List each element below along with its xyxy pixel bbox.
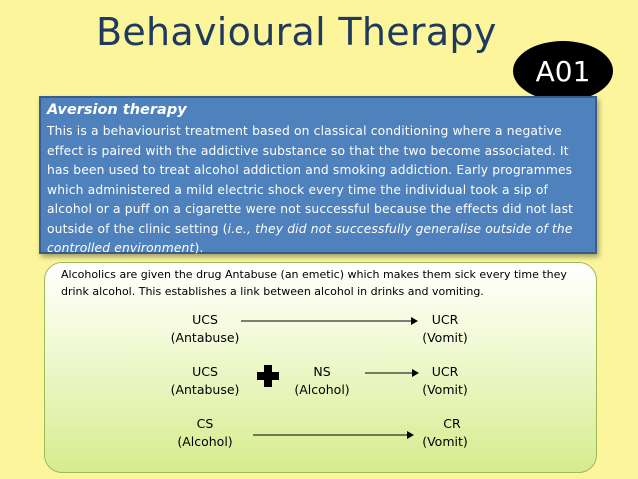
ao1-badge-label: A01 <box>535 54 591 88</box>
row3-cs-label: CS <box>196 416 214 431</box>
aversion-therapy-heading: Aversion therapy <box>47 102 187 118</box>
antabuse-box: Alcoholics are given the drug Antabuse (… <box>44 262 597 473</box>
row3-cr-label: CR <box>443 416 461 431</box>
row3-right-arrow-icon <box>253 431 414 439</box>
row2-ns-label: NS <box>313 364 331 379</box>
aversion-therapy-text: This is a behaviourist treatment based o… <box>47 122 589 259</box>
row2-ucr-label: UCR <box>431 364 459 379</box>
row1-vomit-label: (Vomit) <box>422 330 468 345</box>
row1-ucs-label: UCS <box>192 312 218 327</box>
row1-antabuse-label: (Antabuse) <box>170 330 240 345</box>
ao1-badge: A01 <box>513 41 613 101</box>
antabuse-intro: Alcoholics are given the drug Antabuse (… <box>61 268 567 298</box>
row2-antabuse-label: (Antabuse) <box>170 382 240 397</box>
aversion-text-italic: i.e., they did not successfully generali… <box>47 221 573 256</box>
row2-alcohol-label: (Alcohol) <box>294 382 350 397</box>
row1-right-arrow-icon <box>241 317 418 325</box>
row1-ucr-label: UCR <box>431 312 459 327</box>
row3-vomit-label: (Vomit) <box>422 434 468 449</box>
row2-right-arrow-icon <box>365 369 419 377</box>
aversion-text-main: This is a behaviourist treatment based o… <box>47 124 574 236</box>
aversion-text-end: ). <box>194 241 204 255</box>
row2-ucs-label: UCS <box>192 364 218 379</box>
aversion-therapy-box: Aversion therapy This is a behaviourist … <box>39 96 597 255</box>
slide-title: Behavioural Therapy <box>96 10 497 54</box>
row2-vomit-label: (Vomit) <box>422 382 468 397</box>
row3-alcohol-label: (Alcohol) <box>177 434 233 449</box>
plus-icon <box>257 365 279 387</box>
